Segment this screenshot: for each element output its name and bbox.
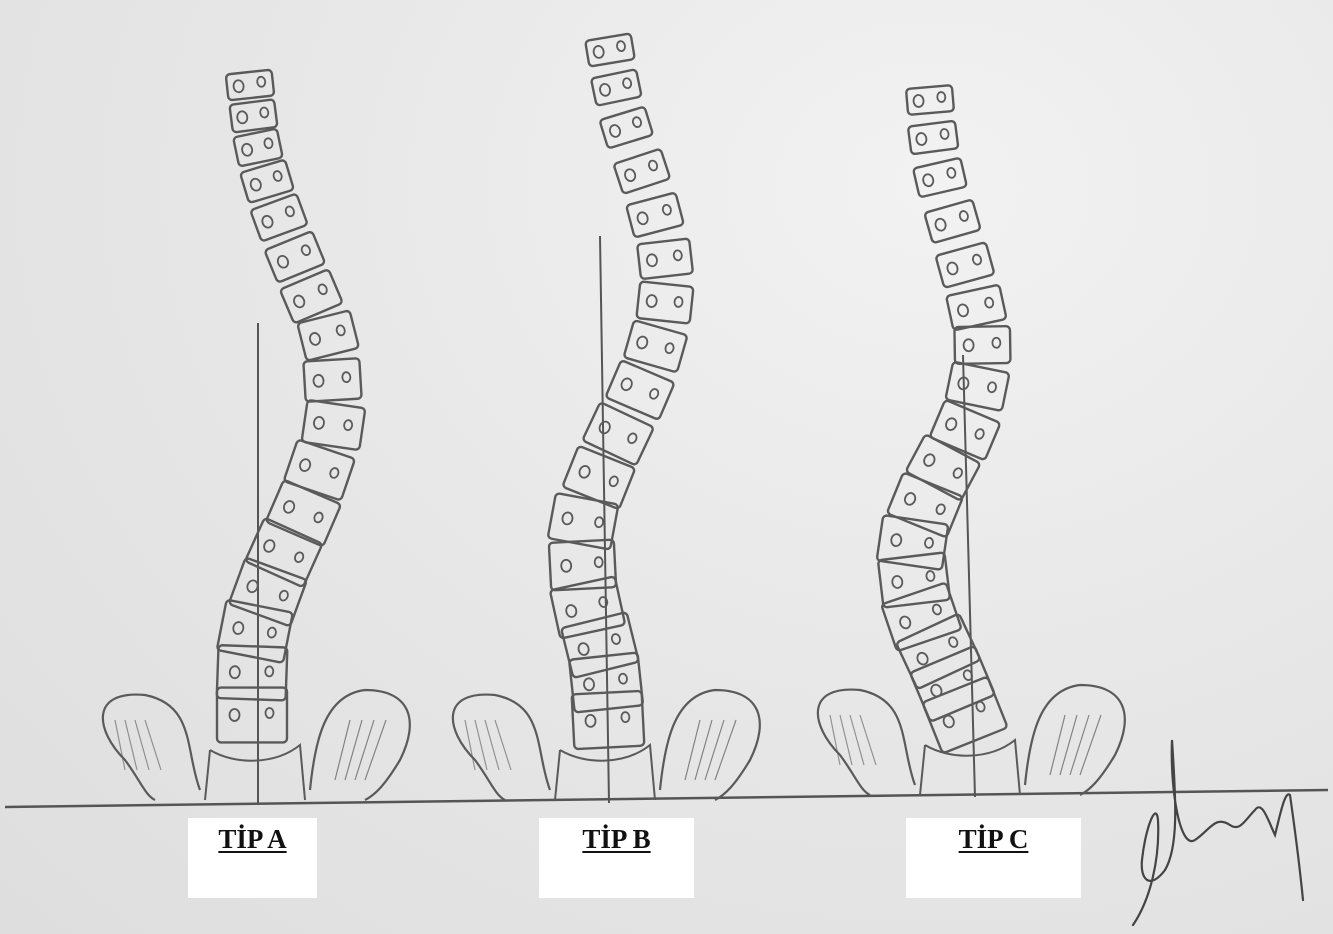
iliac-wing-right <box>660 690 760 800</box>
sacrum <box>555 745 655 800</box>
sacrum <box>205 745 305 800</box>
spine-type-b <box>548 33 694 749</box>
vertebra <box>217 645 288 700</box>
label-box-type-a: TİP A <box>188 818 317 898</box>
vertebra <box>229 99 277 132</box>
plumb-line-c <box>963 355 975 797</box>
label-type-c: TİP C <box>959 824 1029 898</box>
spine-type-a <box>217 70 366 743</box>
iliac-wing-left <box>818 690 915 795</box>
vertebra <box>636 281 693 323</box>
vertebra <box>906 85 954 115</box>
vertebra <box>245 518 322 588</box>
sacrum <box>920 740 1020 795</box>
vertebra <box>922 677 1007 754</box>
signature <box>1133 740 1303 925</box>
vertebra <box>217 600 293 663</box>
vertebra <box>946 285 1007 331</box>
vertebra <box>233 128 283 166</box>
iliac-wing-right <box>1025 685 1125 795</box>
vertebra <box>936 242 995 288</box>
pelvis-type-b <box>453 690 760 800</box>
vertebra <box>582 402 654 465</box>
pelvis-type-c <box>818 685 1125 795</box>
iliac-wing-left <box>103 695 200 800</box>
iliac-wing-left <box>453 695 550 800</box>
vertebra <box>561 612 639 678</box>
vertebra <box>924 199 980 243</box>
iliac-wing-right <box>310 690 410 800</box>
vertebra <box>599 106 653 148</box>
label-box-type-b: TİP B <box>539 818 694 898</box>
vertebra <box>913 158 967 198</box>
vertebra <box>908 121 958 155</box>
vertebra <box>217 688 287 743</box>
vertebra <box>887 472 963 537</box>
vertebra <box>226 70 275 101</box>
label-box-type-c: TİP C <box>906 818 1081 898</box>
vertebra <box>613 149 670 194</box>
vertebra <box>878 552 950 607</box>
vertebra <box>591 69 642 106</box>
vertebra <box>229 558 307 627</box>
vertebra <box>626 192 684 237</box>
vertebra <box>585 33 635 66</box>
vertebra <box>302 400 366 450</box>
vertebra <box>303 358 361 402</box>
vertebra <box>637 238 693 279</box>
label-type-a: TİP A <box>218 824 286 898</box>
vertebra <box>896 613 981 689</box>
ground-line <box>5 790 1328 807</box>
vertebra <box>906 434 981 501</box>
label-type-b: TİP B <box>582 824 650 898</box>
plumb-line-b <box>600 236 609 803</box>
spine-type-c <box>877 85 1011 753</box>
pelvis-type-a <box>103 690 410 800</box>
